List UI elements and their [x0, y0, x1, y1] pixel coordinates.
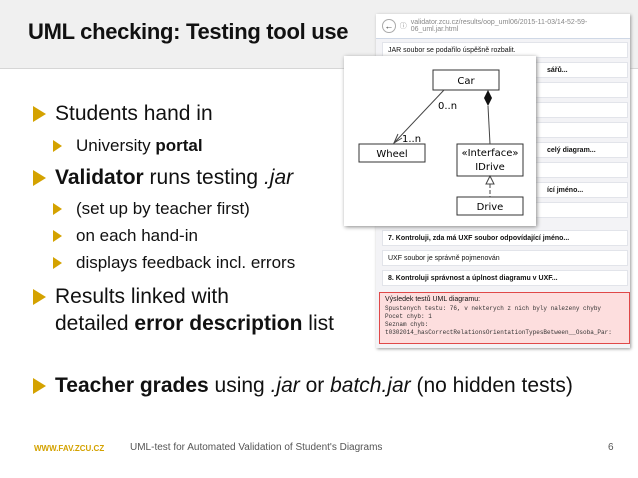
- info-icon: ⓘ: [399, 23, 407, 30]
- multiplicity-wheel: 1..n: [402, 134, 421, 145]
- bullet-triangle-icon: [53, 140, 62, 152]
- composition-diamond-icon: [484, 90, 492, 106]
- address-bar: ← ⓘ validator.zcu.cz/results/oop_uml06/2…: [376, 14, 630, 39]
- class-wheel-label: Wheel: [376, 149, 407, 160]
- url-text: validator.zcu.cz/results/oop_uml06/2015-…: [410, 19, 588, 33]
- bullet-students: Students hand in: [33, 100, 213, 127]
- back-arrow-icon: ←: [382, 19, 396, 33]
- bullet-triangle-icon: [53, 230, 62, 242]
- bullet-handin: on each hand-in: [53, 225, 198, 247]
- association-line: [393, 89, 445, 144]
- bullet-triangle-icon: [33, 289, 46, 305]
- error-box: Výsledek testů UML diagramu: Spustenych …: [379, 292, 630, 344]
- class-wheel: [358, 143, 426, 163]
- result-row: UXF soubor je správně pojmenován: [382, 250, 628, 266]
- stereotype-label: «Interface»: [461, 148, 518, 159]
- bullet-teacher: Teacher grades using .jar or batch.jar (…: [33, 372, 573, 399]
- slide-title: UML checking: Testing tool use: [28, 19, 349, 44]
- realization-triangle-icon: [485, 174, 495, 185]
- error-title: Výsledek testů UML diagramu:: [385, 296, 481, 303]
- result-row: 8. Kontroluji správnost a úplnost diagra…: [382, 270, 628, 286]
- bullet-triangle-icon: [33, 378, 46, 394]
- footer-site[interactable]: WWW.FAV.ZCU.CZ: [34, 444, 105, 453]
- bullet-text: Teacher grades using .jar or batch.jar (…: [55, 374, 573, 397]
- bullet-feedback: displays feedback incl. errors: [53, 252, 295, 274]
- bullet-text: Students hand in: [55, 102, 213, 125]
- bullet-triangle-icon: [53, 203, 62, 215]
- result-row: 7. Kontroluji, zda má UXF soubor odpovíd…: [382, 230, 628, 246]
- bullet-text: University portal: [76, 136, 203, 155]
- composition-line: [487, 105, 491, 145]
- bullet-triangle-icon: [53, 257, 62, 269]
- arrowhead-icon: [392, 133, 403, 145]
- interface-idrive: [456, 143, 524, 177]
- bullet-triangle-icon: [33, 170, 46, 186]
- bullet-validator: Validator runs testing .jar: [33, 164, 293, 191]
- class-drive-label: Drive: [477, 202, 504, 213]
- bullet-text: displays feedback incl. errors: [76, 253, 296, 272]
- bullet-triangle-icon: [33, 106, 46, 122]
- class-car-label: Car: [457, 76, 475, 87]
- class-car: [432, 69, 500, 91]
- multiplicity-car: 0..n: [438, 101, 457, 112]
- interface-idrive-label: IDrive: [475, 162, 505, 173]
- bullet-text: on each hand-in: [76, 226, 198, 245]
- uml-diagram: Car Wheel «Interface» IDrive Drive 0..n …: [344, 56, 536, 226]
- bullet-setup: (set up by teacher first): [53, 198, 250, 220]
- error-details: Spustenych testu: 76, v nekterych z nich…: [385, 305, 612, 336]
- bullet-portal: University portal: [53, 135, 203, 157]
- footer-caption: UML-test for Automated Validation of Stu…: [130, 442, 383, 453]
- bullet-text: Validator runs testing .jar: [55, 166, 294, 189]
- bullet-text: (set up by teacher first): [76, 199, 250, 218]
- page-number: 6: [608, 442, 614, 453]
